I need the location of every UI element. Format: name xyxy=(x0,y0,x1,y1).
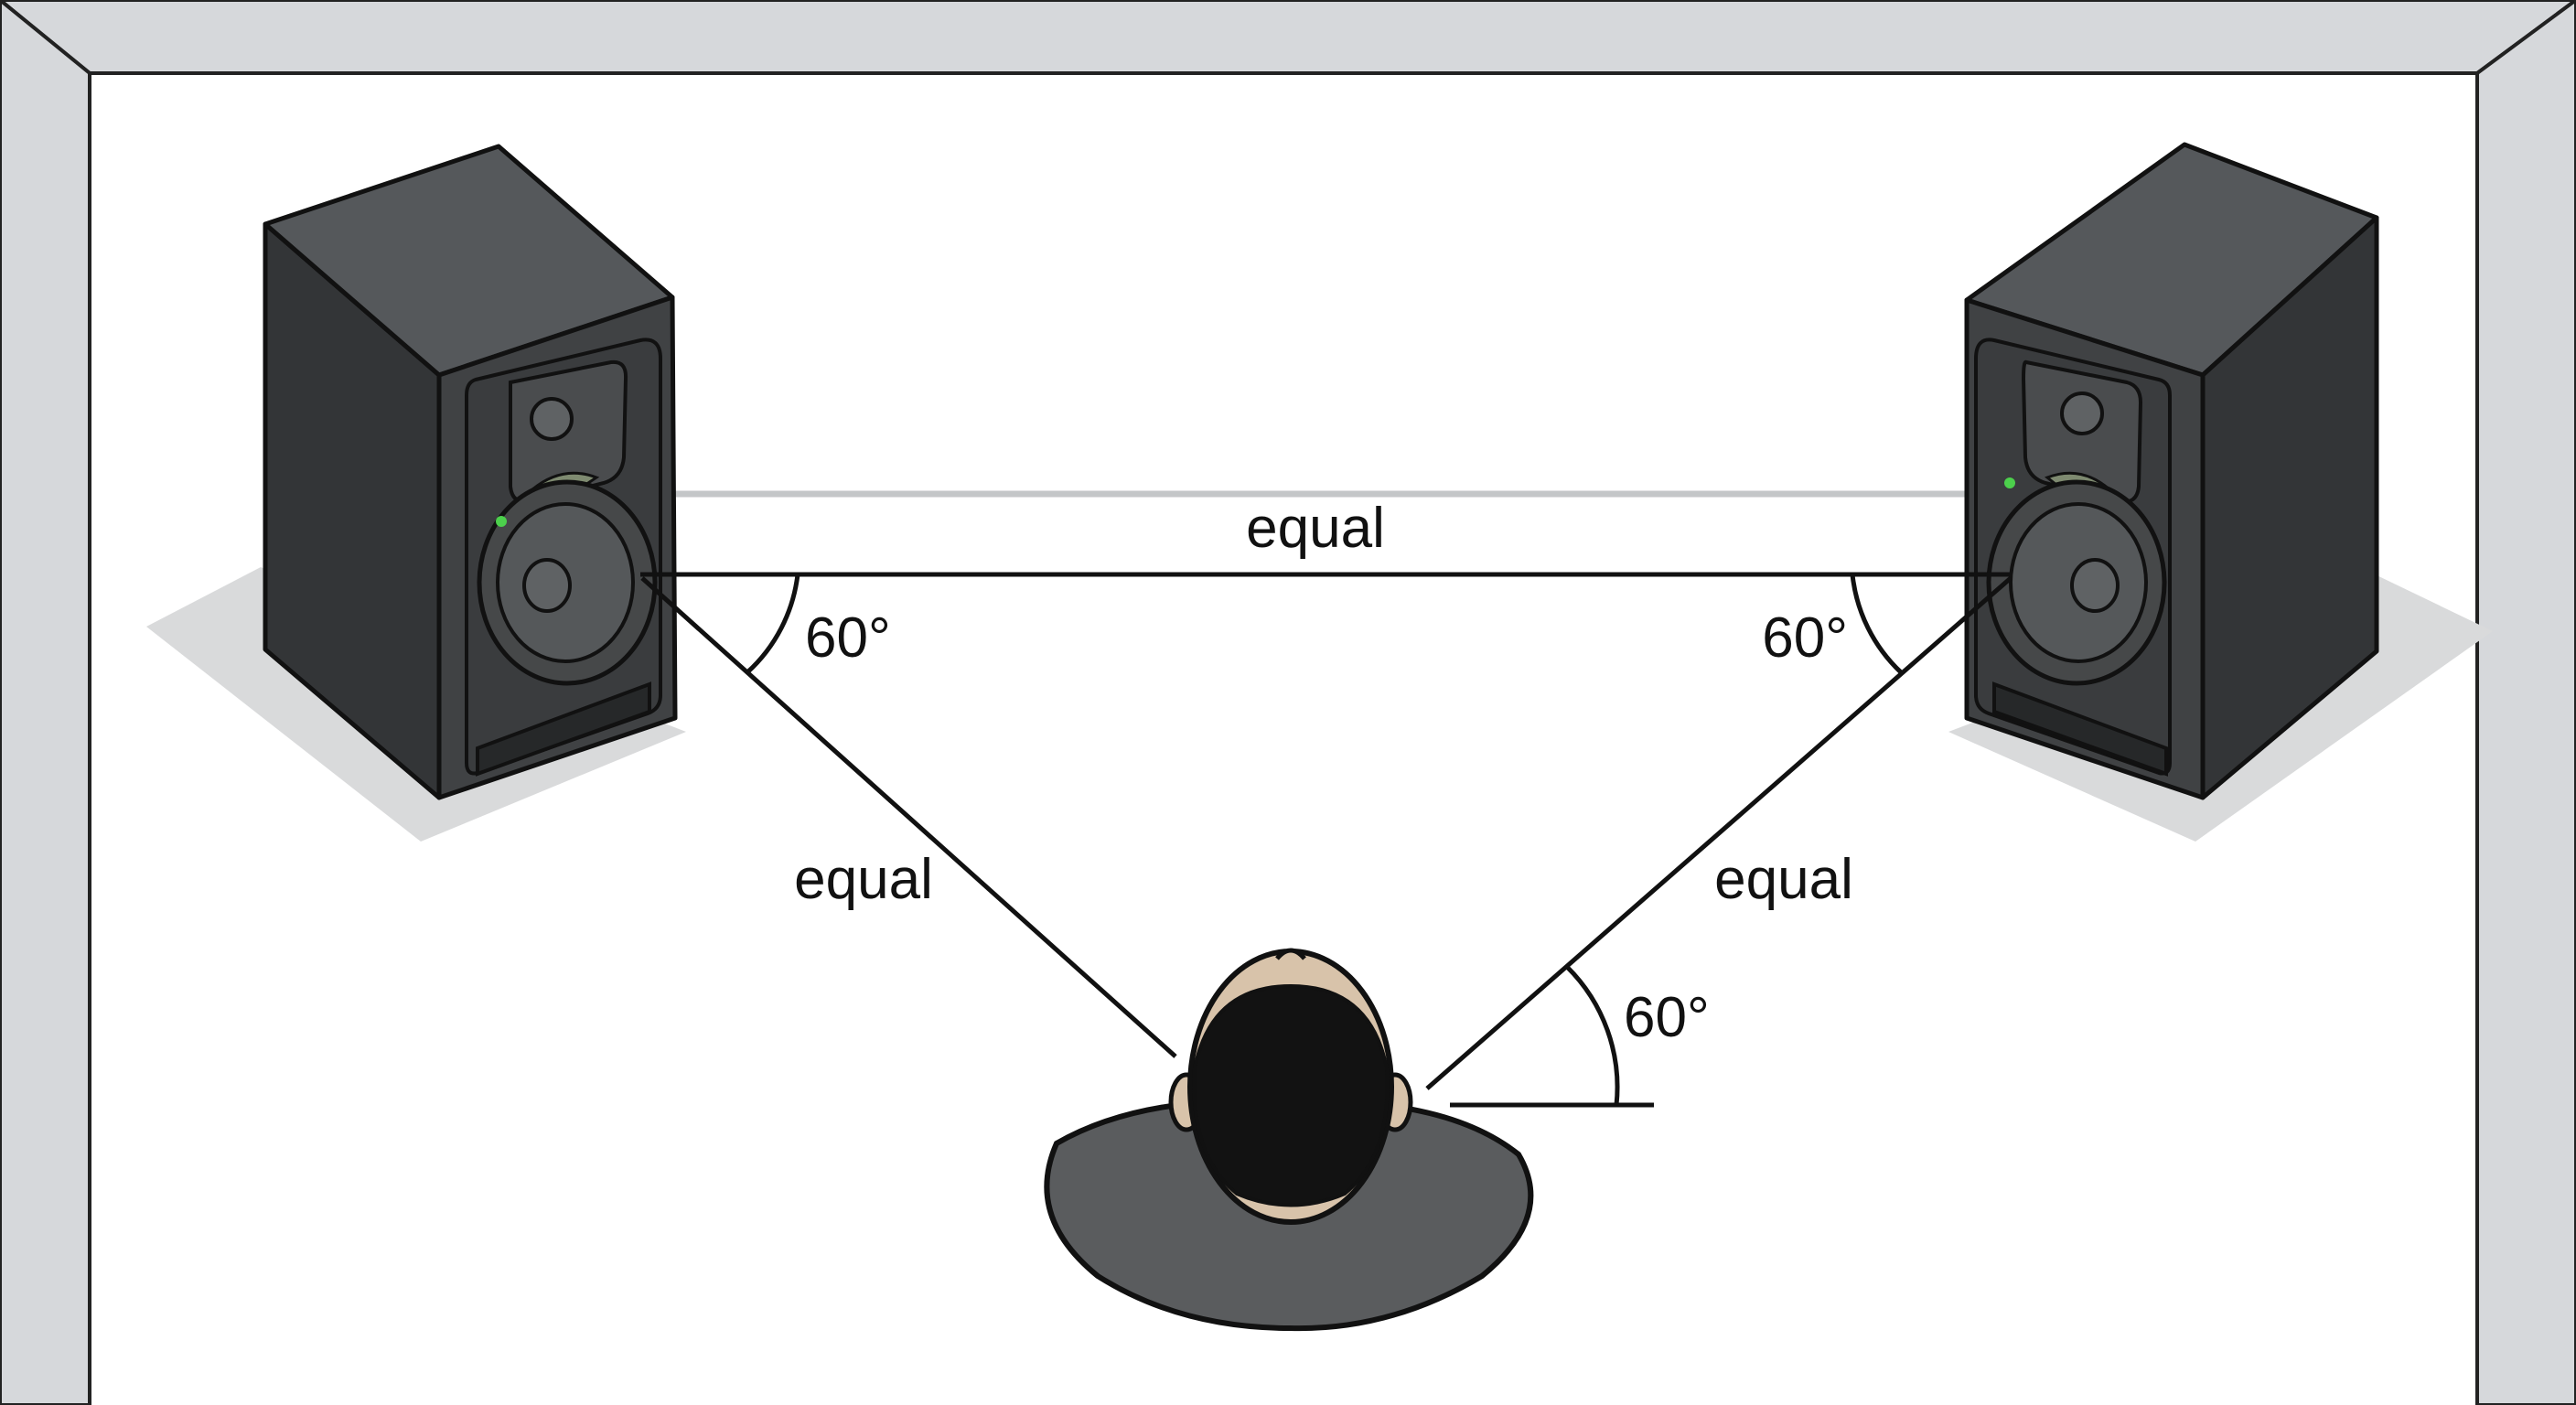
left-speaker-angle-label: 60° xyxy=(805,606,891,670)
right-power-led xyxy=(2004,477,2015,488)
right-speaker-angle-arc xyxy=(1850,574,1903,674)
right-wall xyxy=(2475,0,2576,1405)
listener-hair xyxy=(1192,983,1390,1207)
listening-triangle xyxy=(640,572,2012,1108)
top-distance-label: equal xyxy=(1246,497,1385,560)
top-wall xyxy=(0,0,2576,75)
listener-angle-arc xyxy=(1565,965,1620,1106)
right-tweeter-dome xyxy=(2060,391,2104,435)
left-wall xyxy=(0,0,91,1405)
left-bass-port xyxy=(476,681,651,777)
listener-nose xyxy=(1275,948,1306,960)
labels: equal equal equal 60° 60° 60° xyxy=(794,497,1853,1049)
left-tweeter-dome xyxy=(530,397,574,441)
left-woofer-dustcap xyxy=(522,558,572,613)
right-speaker xyxy=(1948,142,2493,842)
right-distance-label: equal xyxy=(1714,848,1853,911)
right-bass-port xyxy=(1992,681,2168,777)
left-power-led xyxy=(496,516,507,527)
listener xyxy=(1044,948,1534,1332)
left-distance-label: equal xyxy=(794,848,933,911)
left-speaker-angle-arc xyxy=(746,574,800,674)
listener-angle-label: 60° xyxy=(1624,986,1710,1049)
right-speaker-angle-label: 60° xyxy=(1762,606,1848,670)
left-speaker-to-listener-line xyxy=(640,576,1177,1058)
right-woofer-dustcap xyxy=(2070,558,2120,613)
right-speaker-to-listener-line xyxy=(1425,576,2012,1090)
left-speaker xyxy=(146,144,686,842)
